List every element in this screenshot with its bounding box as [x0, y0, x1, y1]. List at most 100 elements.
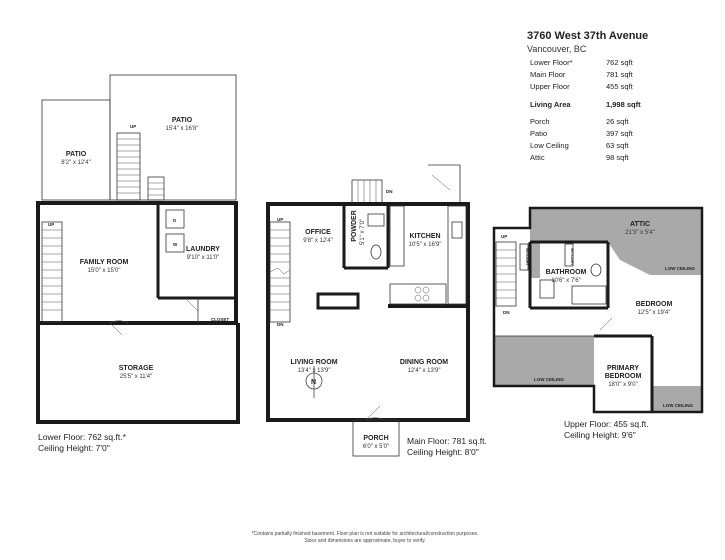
living-area-row: Living Area 1,998 sqft	[527, 100, 717, 112]
kitchen-name: KITCHEN	[409, 233, 440, 240]
summary-value: 455 sqft	[606, 82, 633, 92]
entry-dn-label: DN	[386, 189, 393, 194]
family-room-name: FAMILY ROOM	[80, 259, 129, 266]
living-room-name: LIVING ROOM	[290, 359, 337, 366]
main-dn-label: DN	[277, 322, 284, 327]
kitchen-counter-left	[389, 205, 405, 267]
powder-name: POWDER	[351, 210, 358, 242]
upper-dn-label: DN	[503, 310, 510, 315]
north-label: N	[311, 379, 316, 386]
patio-right-dim: 15'4" x 16'8"	[166, 126, 199, 132]
disclaimer-line-1: *Contains partially finished basement. F…	[251, 531, 479, 537]
main-floor-plan: N UP DN DN OFFICE 9'8" x 12'4" POWDER 5'…	[266, 164, 470, 457]
skylight-left	[519, 243, 529, 271]
laundry-name: LAUNDRY	[186, 246, 220, 253]
lower-floor-plan: UP UP D W PATIO 8'2" x 12'4" PATIO 15'4"…	[36, 74, 240, 424]
living-area-value: 1,998 sqft	[606, 99, 641, 109]
upper-floor-ceiling: Ceiling Height: 9'6"	[564, 430, 636, 440]
summary-label: Attic	[530, 153, 545, 163]
summary-value: 98 sqft	[606, 153, 629, 163]
storage-walls	[36, 323, 240, 424]
summary-value: 63 sqft	[606, 141, 629, 151]
porch-name: PORCH	[363, 435, 388, 442]
attic-dim: 21'3" x 5'4"	[625, 230, 655, 236]
summary-value: 26 sqft	[606, 116, 629, 126]
bathtub	[571, 285, 607, 305]
family-room-stairs	[41, 221, 63, 323]
lower-main-walls	[36, 201, 238, 325]
powder-dim: 5'1" x 7'0"	[360, 219, 366, 245]
patio-stairs	[116, 132, 165, 201]
summary-label: Low Ceiling	[530, 141, 569, 151]
upper-floor-area: Upper Floor: 455 sq.ft.	[564, 419, 649, 429]
upper-walls	[492, 206, 704, 414]
patio-left-dim: 8'2" x 12'4"	[61, 160, 91, 166]
main-floor-area: Main Floor: 781 sq.ft.	[407, 436, 487, 446]
summary-row: Lower Floor* 762 sqft	[527, 58, 717, 70]
summary-value: 762 sqft	[606, 58, 633, 67]
storage-name: STORAGE	[119, 365, 154, 372]
dryer-label: D	[173, 218, 177, 223]
main-floor-caption: Main Floor: 781 sq.ft. Ceiling Height: 8…	[407, 436, 487, 458]
summary-row: Attic 98 sqft	[527, 153, 717, 165]
washer-label: W	[173, 242, 178, 247]
upper-stairs	[495, 241, 517, 307]
summary-value: 397 sqft	[606, 128, 633, 138]
summary-row: Porch 26 sqft	[527, 117, 717, 129]
lower-floor-area: Lower Floor: 762 sq.ft.*	[38, 432, 126, 442]
main-floor-ceiling: Ceiling Height: 8'0"	[407, 447, 479, 457]
upper-floor-caption: Upper Floor: 455 sq.ft. Ceiling Height: …	[564, 419, 649, 441]
fireplace	[316, 292, 360, 310]
primary-bedroom-name-2: BEDROOM	[605, 373, 642, 380]
closet-name: CLOSET	[211, 317, 230, 322]
family-room-dim: 15'0" x 15'0"	[88, 268, 121, 274]
main-entry-stairs	[351, 179, 383, 205]
summary-row: Low Ceiling 63 sqft	[527, 141, 717, 153]
living-area-label: Living Area	[530, 99, 571, 109]
main-up-label: UP	[277, 217, 283, 222]
patio-right-name: PATIO	[172, 117, 193, 124]
office-dim: 9'8" x 12'4"	[303, 238, 333, 244]
attic-name: ATTIC	[630, 221, 650, 228]
main-stairs	[269, 221, 291, 323]
summary-label: Lower Floor*	[530, 58, 573, 67]
address-line-2: Vancouver, BC	[527, 44, 587, 54]
summary-row: Patio 397 sqft	[527, 129, 717, 141]
low-ceiling-bottom-right	[652, 386, 702, 412]
summary-value: 781 sqft	[606, 70, 633, 80]
bathroom-name: BATHROOM	[546, 269, 587, 276]
patio-left-name: PATIO	[66, 151, 87, 158]
storage-dim: 25'5" x 11'4"	[120, 374, 152, 380]
low-ceiling-label-1: LOW CEILING	[665, 266, 695, 271]
patio-right-outline	[109, 74, 237, 201]
low-ceiling-label-3: LOW CEILING	[663, 403, 693, 408]
bath-sink	[539, 279, 555, 299]
upper-floor-plan: UP DN SKYLIGHT SKYLIGHT ATTIC 21'3" x 5'…	[492, 206, 704, 414]
living-room-dim: 13'4" x 13'9"	[298, 368, 331, 374]
family-up-label: UP	[48, 222, 54, 227]
summary-label: Patio	[530, 128, 548, 138]
washer	[165, 233, 185, 253]
skylight-right-label: SKYLIGHT	[570, 248, 574, 267]
dining-room-dim: 12'4" x 13'9"	[408, 368, 441, 374]
lower-floor-ceiling: Ceiling Height: 7'0"	[38, 443, 110, 453]
address-line-1: 3760 West 37th Avenue	[527, 30, 649, 42]
summary-row: Main Floor 781 sqft	[527, 70, 717, 82]
powder-toilet	[370, 244, 382, 260]
main-walls	[266, 202, 470, 422]
low-ceiling-left	[494, 336, 594, 386]
bathroom-fill	[540, 242, 608, 308]
patio-left-outline	[41, 99, 111, 201]
office-name: OFFICE	[305, 229, 331, 236]
dryer	[165, 209, 185, 229]
bedroom-dim: 12'5" x 19'4"	[638, 310, 671, 316]
low-ceiling-label-2: LOW CEILING	[534, 377, 564, 382]
summary-label: Porch	[530, 116, 550, 126]
summary-label: Main Floor	[530, 70, 566, 80]
primary-bedroom-name-1: PRIMARY	[607, 365, 639, 372]
powder-sink	[367, 213, 385, 227]
bedroom-name: BEDROOM	[636, 301, 673, 308]
kitchen-counter-bottom	[389, 283, 447, 305]
